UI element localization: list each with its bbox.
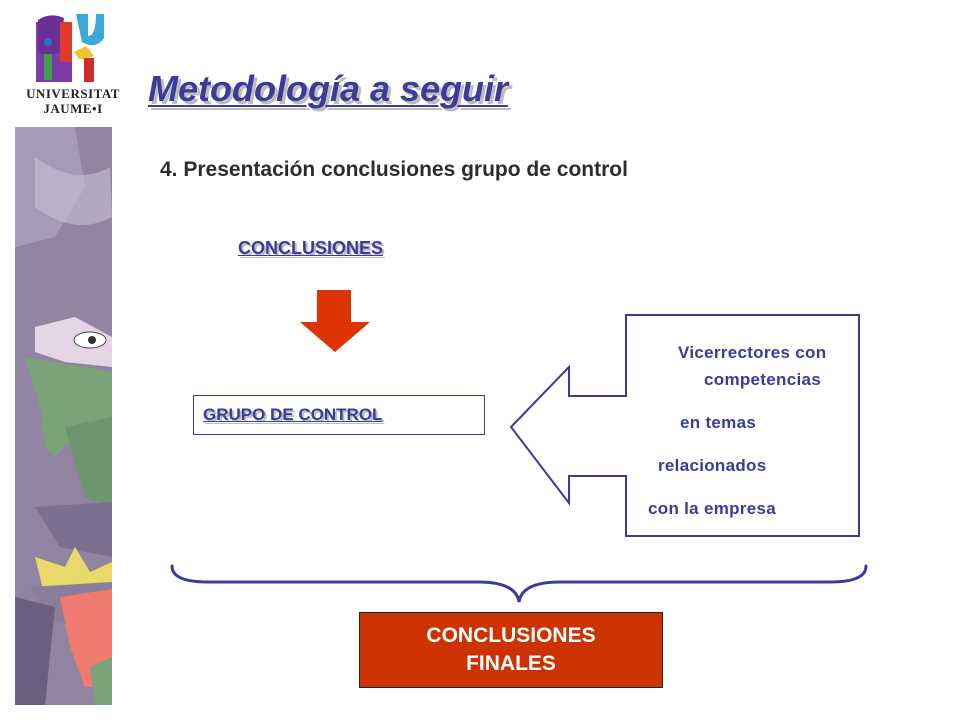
logo-line-1: UNIVERSITAT xyxy=(26,86,120,101)
slide-subtitle: 4. Presentación conclusiones grupo de co… xyxy=(160,158,628,181)
final-box-line-2: FINALES xyxy=(466,652,556,675)
grupo-de-control-box xyxy=(193,395,485,435)
callout-line-3: en temas xyxy=(680,413,757,432)
left-arrow-callout-icon xyxy=(509,314,860,537)
university-logo-text: UNIVERSITAT JAUME•I xyxy=(20,86,126,116)
final-box-line-1: CONCLUSIONES xyxy=(426,624,596,647)
curly-brace-icon xyxy=(170,564,868,603)
down-arrow-icon xyxy=(300,290,370,352)
conclusiones-heading: CONCLUSIONES xyxy=(238,238,384,258)
decorative-side-strip xyxy=(15,127,112,705)
university-logo-icon xyxy=(36,14,104,82)
conclusiones-finales-box: CONCLUSIONES FINALES xyxy=(359,612,663,688)
callout-line-1: Vicerrectores con xyxy=(678,343,827,362)
left-arrow-callout: Vicerrectores con competencias en temas … xyxy=(505,310,865,540)
slide-title: Metodología a seguir xyxy=(148,68,509,109)
logo-line-2: JAUME•I xyxy=(43,101,103,116)
callout-line-5: con la empresa xyxy=(648,499,776,518)
callout-line-2: competencias xyxy=(704,370,821,389)
callout-line-4: relacionados xyxy=(658,456,767,475)
grupo-de-control-label: GRUPO DE CONTROL xyxy=(203,405,383,424)
